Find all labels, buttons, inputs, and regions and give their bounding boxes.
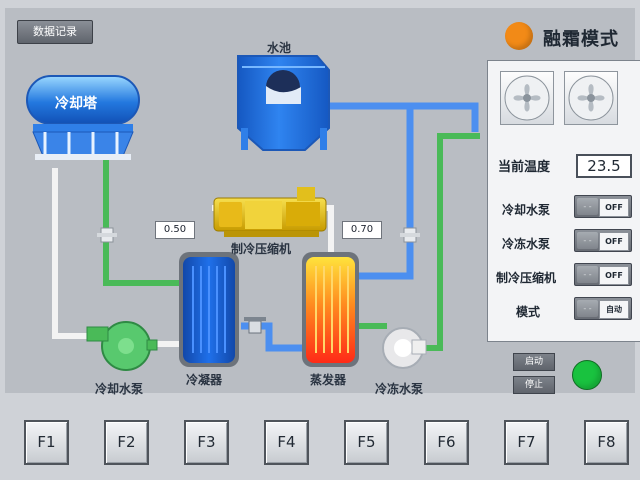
function-key-f8[interactable]: F8 xyxy=(584,420,629,465)
function-key-f4[interactable]: F4 xyxy=(264,420,309,465)
chilled-pump-switch[interactable]: - - OFF xyxy=(574,229,632,252)
switch-knob: - - xyxy=(577,300,598,317)
valve-left xyxy=(97,227,117,243)
data-log-button[interactable]: 数据记录 xyxy=(17,20,93,44)
function-key-f7[interactable]: F7 xyxy=(504,420,549,465)
right-pressure-value: 0.70 xyxy=(342,221,382,239)
mode-switch-label: 模式 xyxy=(516,305,541,319)
cooling-pump-label: 冷却水泵 xyxy=(95,382,144,396)
water-pool-tank xyxy=(237,55,330,151)
valve-bottom xyxy=(244,317,266,334)
chilled-pump-switch-label: 冷冻水泵 xyxy=(502,237,551,251)
evaporator-vessel xyxy=(302,252,359,367)
current-temperature-label: 当前温度 xyxy=(498,160,551,175)
mode-indicator xyxy=(505,22,533,50)
cooling-tower xyxy=(26,75,140,160)
current-temperature-value: 23.5 xyxy=(576,154,632,178)
function-key-bar: F1 F2 F3 F4 F5 F6 F7 F8 xyxy=(0,398,640,480)
function-key-f1[interactable]: F1 xyxy=(24,420,69,465)
compressor-unit xyxy=(213,187,327,237)
cooling-pump-switch-label: 冷却水泵 xyxy=(502,203,551,217)
function-key-f6[interactable]: F6 xyxy=(424,420,469,465)
switch-state: OFF xyxy=(599,266,629,285)
stop-button[interactable]: 停止 xyxy=(513,376,555,394)
run-indicator xyxy=(572,360,602,390)
chilled-water-pump xyxy=(382,327,427,369)
function-key-f2[interactable]: F2 xyxy=(104,420,149,465)
mode-switch[interactable]: - - 自动 xyxy=(574,297,632,320)
valve-right xyxy=(400,227,420,243)
function-key-f5[interactable]: F5 xyxy=(344,420,389,465)
switch-knob: - - xyxy=(577,198,598,215)
fan-icon-left xyxy=(500,71,554,125)
condenser-vessel xyxy=(179,252,239,367)
switch-state: OFF xyxy=(599,232,629,251)
left-pressure-value: 0.50 xyxy=(155,221,195,239)
compressor-switch-label: 制冷压缩机 xyxy=(496,271,557,285)
switch-knob: - - xyxy=(577,266,598,283)
switch-knob: - - xyxy=(577,232,598,249)
cooling-pump-switch[interactable]: - - OFF xyxy=(574,195,632,218)
process-diagram xyxy=(26,55,480,371)
compressor-switch[interactable]: - - OFF xyxy=(574,263,632,286)
mode-title: 融霜模式 xyxy=(543,29,619,50)
chilled-pump-label: 冷冻水泵 xyxy=(375,382,424,396)
compressor-label: 制冷压缩机 xyxy=(231,242,292,256)
pool-label: 水池 xyxy=(267,41,292,55)
cooling-water-pump xyxy=(86,321,158,371)
function-key-f3[interactable]: F3 xyxy=(184,420,229,465)
evaporator-label: 蒸发器 xyxy=(310,373,347,387)
switch-state: OFF xyxy=(599,198,629,217)
fan-icon-right xyxy=(564,71,618,125)
control-panel: 当前温度 23.5 冷却水泵 - - OFF 冷冻水泵 - - OFF 制冷压缩… xyxy=(487,60,640,342)
process-stage: 数据记录 融霜模式 水池 冷却塔 制冷压缩机 冷凝器 蒸发器 冷却水泵 冷冻水泵… xyxy=(5,8,640,396)
condenser-label: 冷凝器 xyxy=(186,373,223,387)
tower-label: 冷却塔 xyxy=(55,96,97,112)
switch-state: 自动 xyxy=(599,300,629,319)
start-button[interactable]: 启动 xyxy=(513,353,555,371)
